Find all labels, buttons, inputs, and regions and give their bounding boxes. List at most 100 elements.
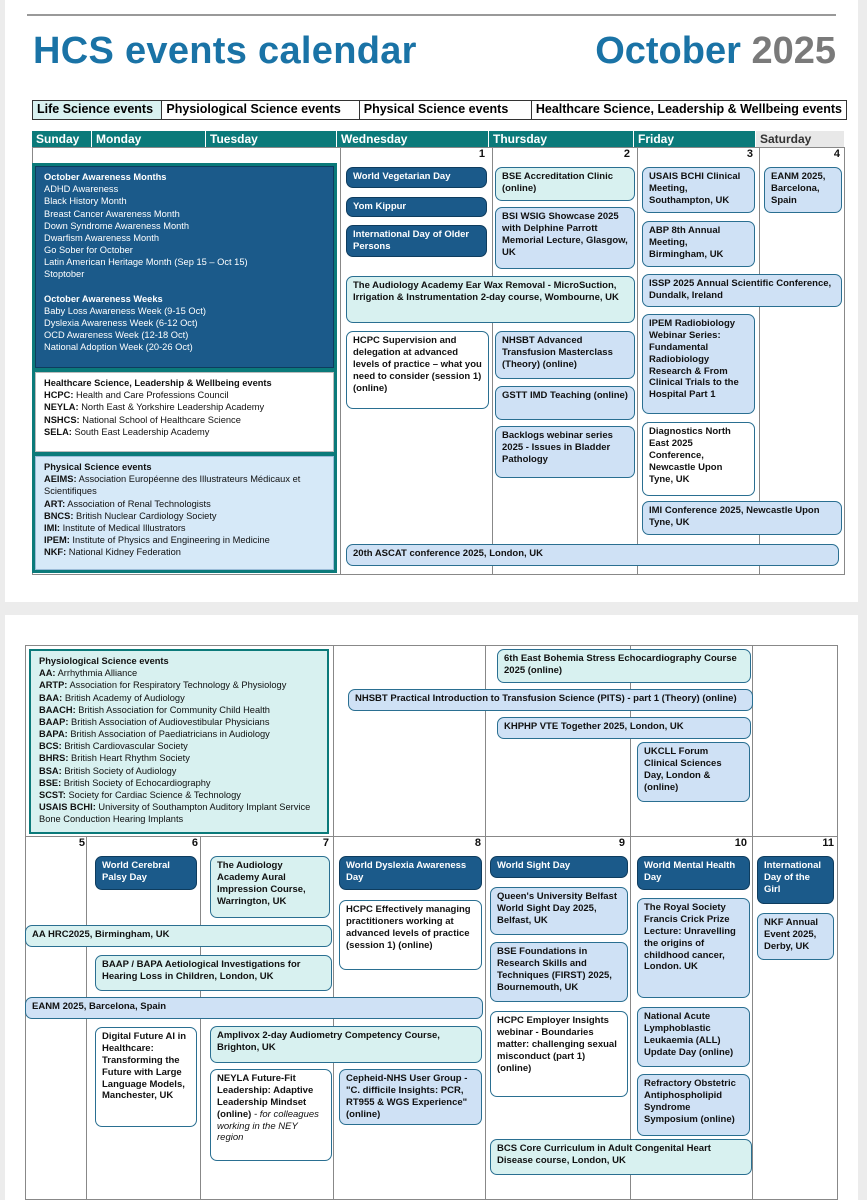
event-card[interactable]: International Day of Older Persons: [346, 225, 487, 257]
date-8: 8: [474, 837, 481, 849]
key-item: IMI: Institute of Medical Illustrators: [44, 522, 186, 533]
event-card[interactable]: USAIS BCHI Clinical Meeting, Southampton…: [642, 167, 755, 213]
event-card[interactable]: Backlogs webinar series 2025 - Issues in…: [495, 426, 635, 478]
key-item: BAA: British Academy of Audiology: [39, 692, 185, 703]
event-card[interactable]: BAAP / BAPA Aetiological Investigations …: [95, 955, 332, 991]
event-card[interactable]: EANM 2025, Barcelona, Spain: [25, 997, 483, 1019]
key-item: NKF: National Kidney Federation: [44, 547, 181, 558]
awareness-month-item: Down Syndrome Awareness Month: [44, 220, 190, 231]
date-1: 1: [478, 148, 485, 160]
event-card[interactable]: The Audiology Academy Ear Wax Removal - …: [346, 276, 635, 323]
event-card[interactable]: 6th East Bohemia Stress Echocardiography…: [497, 649, 751, 683]
event-card[interactable]: NKF Annual Event 2025, Derby, UK: [757, 913, 834, 960]
event-card[interactable]: EANM 2025, Barcelona, Spain: [764, 167, 842, 213]
awareness-month-item: Dwarfism Awareness Month: [44, 232, 160, 243]
awareness-week-item: OCD Awareness Week (12-18 Oct): [44, 330, 189, 341]
awareness-month-item: Go Sober for October: [44, 245, 133, 256]
key-item: USAIS BCHI: University of Southampton Au…: [39, 802, 311, 825]
event-card[interactable]: HCPC Supervision and delegation at advan…: [346, 331, 489, 409]
awareness-month-item: ADHD Awareness: [44, 184, 119, 195]
event-card[interactable]: World Sight Day: [490, 856, 628, 878]
event-card[interactable]: NEYLA Future-Fit Leadership: Adaptive Le…: [210, 1069, 332, 1161]
awareness-months-heading: October Awareness Months: [44, 172, 167, 182]
event-card[interactable]: Diagnostics North East 2025 Conference, …: [642, 422, 755, 496]
event-card[interactable]: National Acute Lymphoblastic Leukaemia (…: [637, 1007, 750, 1067]
event-card[interactable]: IPEM Radiobiology Webinar Series: Fundam…: [642, 314, 755, 414]
date-4: 4: [833, 148, 840, 160]
awareness-month-item: Breast Cancer Awareness Month: [44, 208, 180, 219]
key-item: SELA: South East Leadership Academy: [44, 426, 210, 437]
event-card[interactable]: AA HRC2025, Birmingham, UK: [25, 925, 332, 947]
event-card[interactable]: World Dyslexia Awareness Day: [339, 856, 482, 890]
event-card[interactable]: Cepheid-NHS User Group - "C. difficile I…: [339, 1069, 482, 1125]
event-card[interactable]: World Mental Health Day: [637, 856, 750, 890]
date-3: 3: [746, 148, 753, 160]
event-title: NEYLA Future-Fit Leadership: Adaptive Le…: [217, 1073, 314, 1120]
calendar-page-1: HCS events calendar October 2025 Life Sc…: [5, 0, 858, 602]
awareness-panel: October Awareness Months ADHD Awareness …: [35, 166, 334, 368]
event-card[interactable]: ISSP 2025 Annual Scientific Conference, …: [642, 274, 842, 307]
key-item: AEIMS: Association Européenne des Illust…: [44, 474, 301, 497]
date-7: 7: [322, 837, 329, 849]
grid-line: [485, 645, 486, 1200]
awareness-month-item: Latin American Heritage Month (Sep 15 – …: [44, 257, 248, 268]
physical-key: Physical Science events AEIMS: Associati…: [35, 456, 334, 570]
event-card[interactable]: International Day of the Girl: [757, 856, 834, 904]
physiological-key-heading: Physiological Science events: [39, 656, 169, 666]
top-rule: [27, 14, 836, 16]
event-card[interactable]: Amplivox 2-day Audiometry Competency Cou…: [210, 1026, 482, 1063]
key-item: ART: Association of Renal Technologists: [44, 498, 211, 509]
grid-line: [630, 645, 631, 1200]
event-card[interactable]: BSE Accreditation Clinic (online): [495, 167, 635, 201]
event-card[interactable]: NHSBT Advanced Transfusion Masterclass (…: [495, 331, 635, 379]
grid-line: [492, 147, 493, 575]
key-item: BNCS: British Nuclear Cardiology Society: [44, 510, 217, 521]
event-card[interactable]: HCPC Effectively managing practitioners …: [339, 900, 482, 970]
grid-line: [637, 147, 638, 575]
event-card[interactable]: BCS Core Curriculum in Adult Congenital …: [490, 1139, 752, 1175]
date-5: 5: [78, 837, 85, 849]
event-card[interactable]: The Royal Society Francis Crick Prize Le…: [637, 898, 750, 998]
key-item: NSHCS: National School of Healthcare Sci…: [44, 414, 241, 425]
event-card[interactable]: ABP 8th Annual Meeting, Birmingham, UK: [642, 221, 755, 267]
awareness-month-item: Black History Month: [44, 196, 127, 207]
event-card[interactable]: BSE Foundations in Research Skills and T…: [490, 942, 628, 1002]
event-card[interactable]: 20th ASCAT conference 2025, London, UK: [346, 544, 839, 566]
event-card[interactable]: Digital Future AI in Healthcare: Transfo…: [95, 1027, 197, 1127]
date-10: 10: [734, 837, 747, 849]
key-item: BAPA: British Association of Paediatrici…: [39, 729, 270, 740]
event-card[interactable]: Queen's University Belfast World Sight D…: [490, 887, 628, 935]
calendar-page-2: Physiological Science events AA: Arrhyth…: [5, 615, 858, 1200]
key-item: BHRS: British Heart Rhythm Society: [39, 753, 190, 764]
event-card[interactable]: Refractory Obstetric Antiphospholipid Sy…: [637, 1074, 750, 1136]
event-card[interactable]: The Audiology Academy Aural Impression C…: [210, 856, 330, 918]
event-card[interactable]: Yom Kippur: [346, 197, 487, 217]
category-legend: Life Science events Physiological Scienc…: [32, 100, 847, 120]
weekday-monday: Monday: [92, 131, 206, 147]
key-item: HCPC: Health and Care Professions Counci…: [44, 390, 229, 401]
physiological-key: Physiological Science events AA: Arrhyth…: [29, 649, 329, 834]
date-6: 6: [191, 837, 198, 849]
event-card[interactable]: World Vegetarian Day: [346, 167, 487, 188]
event-card[interactable]: UKCLL Forum Clinical Sciences Day, Londo…: [637, 742, 750, 802]
weekday-saturday: Saturday: [756, 131, 845, 147]
month-label: October: [595, 30, 741, 72]
key-item: BSA: British Society of Audiology: [39, 765, 177, 776]
weekday-friday: Friday: [634, 131, 756, 147]
physical-key-heading: Physical Science events: [44, 462, 152, 472]
event-card[interactable]: GSTT IMD Teaching (online): [495, 386, 635, 420]
event-card[interactable]: HCPC Employer Insights webinar - Boundar…: [490, 1011, 628, 1097]
weekday-sunday: Sunday: [32, 131, 92, 147]
event-card[interactable]: BSI WSIG Showcase 2025 with Delphine Par…: [495, 207, 635, 269]
leadership-key-heading: Healthcare Science, Leadership & Wellbei…: [44, 378, 272, 388]
legend-life-science: Life Science events: [33, 101, 163, 119]
event-card[interactable]: World Cerebral Palsy Day: [95, 856, 197, 890]
event-card[interactable]: IMI Conference 2025, Newcastle Upon Tyne…: [642, 501, 842, 535]
grid-line: [340, 147, 341, 575]
grid-line: [752, 645, 753, 1200]
event-card[interactable]: NHSBT Practical Introduction to Transfus…: [348, 689, 753, 711]
event-card[interactable]: KHPHP VTE Together 2025, London, UK: [497, 717, 751, 739]
leadership-key: Healthcare Science, Leadership & Wellbei…: [35, 372, 334, 452]
key-item: ARTP: Association for Respiratory Techno…: [39, 680, 287, 691]
date-11: 11: [822, 837, 834, 849]
